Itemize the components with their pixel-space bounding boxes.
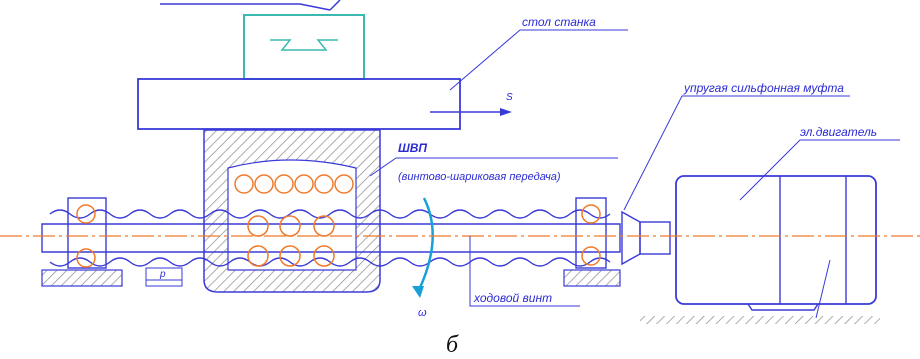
shvp-label: ШВП <box>398 141 427 155</box>
ballscrew-nut <box>203 129 381 293</box>
screw-label: ходовой винт <box>473 291 552 305</box>
lead-screw <box>41 209 621 267</box>
guide-carriage <box>243 14 365 80</box>
bellows-coupling <box>621 210 671 266</box>
leader-lines <box>369 29 900 319</box>
machine-table <box>137 78 512 130</box>
motor-label: эл.двигатель <box>800 125 877 139</box>
omega-label: ω <box>418 307 427 319</box>
pitch-label: p <box>159 269 166 280</box>
shvp-note: (винтово-шариковая передача) <box>398 171 561 183</box>
balls <box>234 174 354 267</box>
electric-motor <box>640 175 880 324</box>
pitch-dimension: p <box>145 267 183 287</box>
right-bearing <box>563 197 621 287</box>
left-bearing <box>41 197 123 287</box>
feed-label: S <box>506 92 513 103</box>
table-label: стол станка <box>522 15 596 29</box>
figure-caption: б <box>446 332 459 358</box>
top-marker <box>160 0 341 11</box>
coupling-label: упругая сильфонная муфта <box>683 81 844 95</box>
rotation-arrow: ω <box>412 197 434 319</box>
